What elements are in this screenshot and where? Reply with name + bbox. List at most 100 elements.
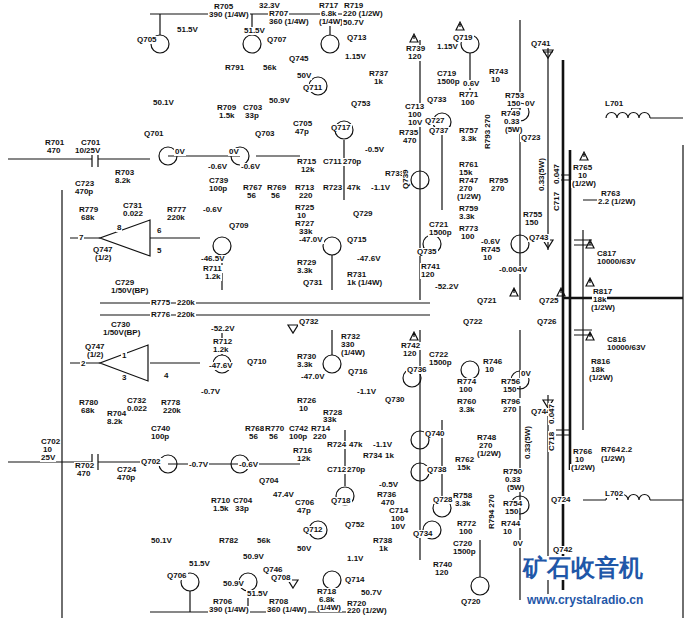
component-label: C740 <box>150 425 171 433</box>
component-label: 10000/63V <box>596 258 637 266</box>
component-label: 470 <box>76 470 91 478</box>
component-label: R750 <box>502 468 523 476</box>
component-label: 8 <box>116 224 122 232</box>
component-label: 50.1V <box>152 99 175 107</box>
component-label: 33p <box>234 505 250 513</box>
component-label: R763 <box>600 190 621 198</box>
component-label: R713 <box>294 184 315 192</box>
component-label: (1/2) <box>94 254 112 262</box>
component-label: 0.33 <box>504 476 522 484</box>
component-label: R708 <box>268 598 289 606</box>
component-label: 6.8k <box>320 10 338 18</box>
component-label: -47.6V <box>208 362 234 370</box>
component-label: R775 <box>150 299 171 307</box>
component-label: R755 <box>522 211 543 219</box>
component-label: Q742 <box>552 546 574 554</box>
component-label: R712 <box>212 338 233 346</box>
component-label: R701 <box>44 139 65 147</box>
component-label: -47.6V <box>356 255 382 263</box>
component-label: 51.5V <box>188 560 211 568</box>
component-label: R816 <box>590 358 611 366</box>
component-label: R729 <box>296 259 317 267</box>
component-label: 0.047 <box>548 403 556 425</box>
component-label: C705 <box>292 120 313 128</box>
component-label: R731 <box>346 271 367 279</box>
component-label: 7 <box>78 234 84 242</box>
component-label: -0.7V <box>188 461 209 469</box>
component-label: Q714 <box>344 576 366 584</box>
component-label: (1/4W) <box>316 604 342 612</box>
component-label: Q735 <box>416 248 438 256</box>
component-label: C731 <box>122 202 143 210</box>
component-label: 51.5V <box>176 26 199 34</box>
component-label: 47p <box>296 507 312 515</box>
component-label: -1.1V <box>356 388 377 396</box>
component-label: Q723 <box>520 134 542 142</box>
component-label: R769 <box>266 184 287 192</box>
component-label: R749 <box>500 110 521 118</box>
component-label: 51.5V <box>246 590 269 598</box>
component-label: Q703 <box>254 130 276 138</box>
component-label: Q737 <box>428 127 450 135</box>
component-label: R777 <box>166 206 187 214</box>
component-label: R727 <box>294 220 315 228</box>
component-label: 10 <box>502 528 513 536</box>
component-label: (1/2W) <box>476 450 502 458</box>
component-label: R791 <box>224 64 245 72</box>
component-label: 270p <box>346 466 366 474</box>
component-label: C717 <box>553 191 561 212</box>
component-label: Q712 <box>302 526 324 534</box>
component-label: 10 <box>490 76 501 84</box>
component-label: 3.3k <box>458 406 476 414</box>
component-label: 220 (1/2W) <box>346 607 388 615</box>
component-label: R742 <box>400 342 421 350</box>
component-label: C724 <box>116 466 137 474</box>
component-label: 0V <box>524 100 536 108</box>
component-label: R746 <box>482 358 503 366</box>
component-label: Q747 <box>92 246 114 254</box>
component-label: 470 <box>402 137 417 145</box>
component-label: 0.33(5W) <box>524 425 532 460</box>
component-label: 470 <box>380 499 395 507</box>
component-label: Q727 <box>424 117 446 125</box>
component-label: R736 <box>376 491 397 499</box>
component-label: 6 <box>156 227 162 235</box>
component-label: 56 <box>268 433 279 441</box>
frame-line <box>583 118 683 618</box>
component-label: 6.8k <box>318 596 336 604</box>
component-label: Q740 <box>424 430 446 438</box>
component-label: (1/2W) <box>590 304 616 312</box>
component-label: 1.2k <box>212 346 230 354</box>
component-label: 10 <box>577 172 588 180</box>
component-label: 0.047 <box>553 163 561 185</box>
component-label: R761 <box>458 161 479 169</box>
component-label: 18k <box>590 366 605 374</box>
component-label: 0.33(5W) <box>538 157 546 192</box>
diode-symbol <box>288 50 553 604</box>
component-label: R715 <box>296 158 317 166</box>
component-label: R748 <box>476 434 497 442</box>
component-label: Q753 <box>350 100 372 108</box>
component-label: 470p <box>74 188 94 196</box>
component-label: 56 <box>270 192 281 200</box>
component-label: 270 <box>478 442 493 450</box>
component-label: R760 <box>456 398 477 406</box>
component-label: R794 270 <box>488 493 496 530</box>
component-label: R744 <box>500 520 521 528</box>
component-label: -47.0V <box>298 236 324 244</box>
component-label: 0V <box>512 540 524 548</box>
component-label: 150 <box>524 219 539 227</box>
component-label: R703 <box>114 169 135 177</box>
component-label: Q743 <box>528 234 550 242</box>
component-label: R730 <box>296 353 317 361</box>
component-label: 1.2k <box>204 273 222 281</box>
component-label: 47.4V <box>272 491 295 499</box>
component-label: 50.7V <box>342 19 365 27</box>
component-label: R762 <box>454 456 475 464</box>
component-label: R724 <box>326 441 347 449</box>
component-label: C711 <box>322 158 343 166</box>
component-label: Q715 <box>346 236 368 244</box>
component-label: 33k <box>298 228 313 236</box>
component-label: 150 <box>502 386 517 394</box>
component-label: 50.7V <box>360 589 383 597</box>
